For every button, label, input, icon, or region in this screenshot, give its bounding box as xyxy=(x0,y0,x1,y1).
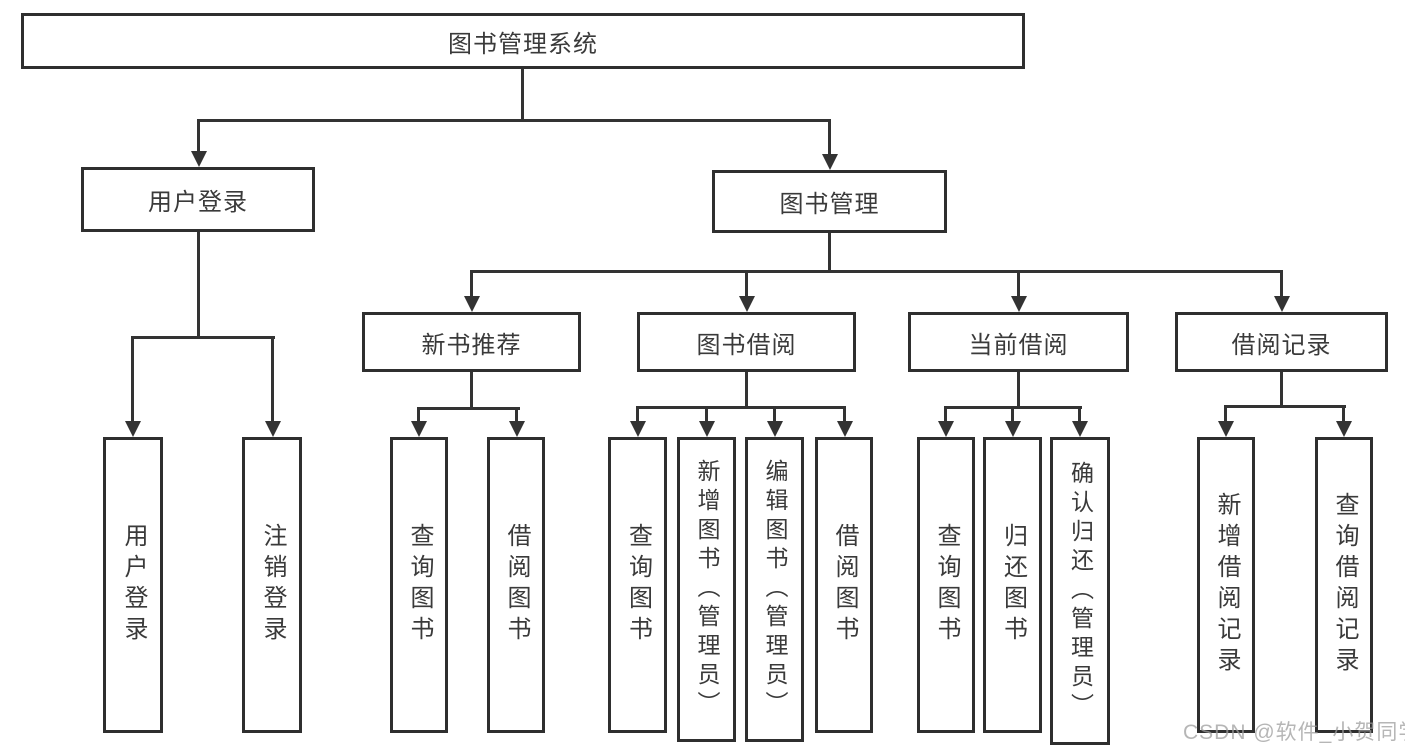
connector-line xyxy=(417,407,420,423)
node-book-management-label: 图书管理 xyxy=(779,191,880,218)
connector-line xyxy=(521,69,524,122)
leaf-user-login-label: 用户登录 xyxy=(120,523,147,647)
leaf-query-borrow-record-label: 查询借阅记录 xyxy=(1331,492,1358,678)
node-root-system: 图书管理系统 xyxy=(21,13,1025,69)
connector-line xyxy=(271,336,274,424)
leaf-current-query-books: 查询图书 xyxy=(917,437,975,733)
node-root-label: 图书管理系统 xyxy=(448,30,598,58)
arrowhead-down-icon xyxy=(1011,296,1027,312)
arrowhead-down-icon xyxy=(1274,296,1290,312)
arrowhead-down-icon xyxy=(1336,421,1352,437)
connector-line xyxy=(470,372,473,410)
connector-line xyxy=(1280,270,1283,298)
leaf-add-borrow-record: 新增借阅记录 xyxy=(1197,437,1255,733)
node-borrow-records-label: 借阅记录 xyxy=(1231,331,1332,359)
connector-line xyxy=(636,406,639,423)
arrowhead-down-icon xyxy=(411,421,427,437)
connector-line xyxy=(1011,406,1014,423)
node-current-borrow-label: 当前借阅 xyxy=(968,331,1069,359)
connector-line xyxy=(1017,372,1020,409)
connector-line xyxy=(197,232,200,339)
leaf-add-books-admin: 新增图书（管理员） xyxy=(677,437,736,742)
connector-line xyxy=(944,406,947,423)
connector-line xyxy=(1078,406,1081,423)
arrowhead-down-icon xyxy=(938,421,954,437)
node-book-management: 图书管理 xyxy=(712,170,947,233)
connector-line xyxy=(828,233,831,272)
node-user-login: 用户登录 xyxy=(81,167,315,232)
csdn-watermark: CSDN @软件_小贺同学 xyxy=(1183,721,1405,744)
connector-line xyxy=(515,407,518,423)
leaf-logout: 注销登录 xyxy=(242,437,302,733)
arrowhead-down-icon xyxy=(767,421,783,437)
node-new-book-recommend-label: 新书推荐 xyxy=(421,331,522,359)
connector-line xyxy=(705,406,708,423)
connector-line xyxy=(470,270,1283,273)
node-borrow-records: 借阅记录 xyxy=(1175,312,1388,372)
leaf-borrow-books-label: 借阅图书 xyxy=(831,523,858,647)
leaf-query-borrow-record: 查询借阅记录 xyxy=(1315,437,1373,733)
leaf-confirm-return-admin-label: 确认归还（管理员） xyxy=(1067,460,1094,722)
leaf-recommend-query-books-label: 查询图书 xyxy=(406,523,433,647)
arrowhead-down-icon xyxy=(699,421,715,437)
node-book-borrow-label: 图书借阅 xyxy=(696,331,797,359)
connector-line xyxy=(843,406,846,423)
arrowhead-down-icon xyxy=(837,421,853,437)
connector-line xyxy=(828,119,831,156)
connector-line xyxy=(470,270,473,298)
arrowhead-down-icon xyxy=(1072,421,1088,437)
connector-line xyxy=(1224,405,1346,408)
leaf-add-books-admin-label: 新增图书（管理员） xyxy=(694,459,720,720)
arrowhead-down-icon xyxy=(1005,421,1021,437)
connector-line xyxy=(417,407,520,410)
leaf-recommend-borrow-books-label: 借阅图书 xyxy=(503,523,530,647)
leaf-borrow-query-books: 查询图书 xyxy=(608,437,667,733)
connector-line xyxy=(197,119,200,153)
connector-line xyxy=(745,270,748,298)
node-user-login-label: 用户登录 xyxy=(148,189,248,216)
arrowhead-down-icon xyxy=(125,421,141,437)
leaf-edit-books-admin: 编辑图书（管理员） xyxy=(745,437,804,742)
node-current-borrow: 当前借阅 xyxy=(908,312,1129,372)
connector-line xyxy=(1017,270,1020,298)
connector-line xyxy=(1280,372,1283,408)
arrowhead-down-icon xyxy=(464,296,480,312)
leaf-add-borrow-record-label: 新增借阅记录 xyxy=(1213,492,1240,678)
connector-line xyxy=(773,406,776,423)
connector-line xyxy=(131,336,134,424)
node-new-book-recommend: 新书推荐 xyxy=(362,312,581,372)
connector-line xyxy=(197,119,831,122)
node-book-borrow: 图书借阅 xyxy=(637,312,856,372)
connector-line xyxy=(131,336,275,339)
connector-line xyxy=(1224,405,1227,423)
connector-line xyxy=(636,406,846,409)
leaf-return-books-label: 归还图书 xyxy=(999,523,1027,647)
leaf-return-books: 归还图书 xyxy=(983,437,1042,733)
leaf-user-login: 用户登录 xyxy=(103,437,163,733)
leaf-borrow-books: 借阅图书 xyxy=(815,437,873,733)
arrowhead-down-icon xyxy=(1218,421,1234,437)
leaf-recommend-borrow-books: 借阅图书 xyxy=(487,437,545,733)
arrowhead-down-icon xyxy=(739,296,755,312)
arrowhead-down-icon xyxy=(509,421,525,437)
arrowhead-down-icon xyxy=(191,151,207,167)
connector-line xyxy=(1342,405,1345,423)
arrowhead-down-icon xyxy=(822,154,838,170)
arrowhead-down-icon xyxy=(265,421,281,437)
leaf-edit-books-admin-label: 编辑图书（管理员） xyxy=(762,459,788,720)
leaf-confirm-return-admin: 确认归还（管理员） xyxy=(1050,437,1110,745)
connector-line xyxy=(745,372,748,409)
leaf-borrow-query-books-label: 查询图书 xyxy=(624,523,652,647)
leaf-recommend-query-books: 查询图书 xyxy=(390,437,448,733)
leaf-logout-label: 注销登录 xyxy=(259,523,286,647)
arrowhead-down-icon xyxy=(630,421,646,437)
leaf-current-query-books-label: 查询图书 xyxy=(933,523,960,647)
